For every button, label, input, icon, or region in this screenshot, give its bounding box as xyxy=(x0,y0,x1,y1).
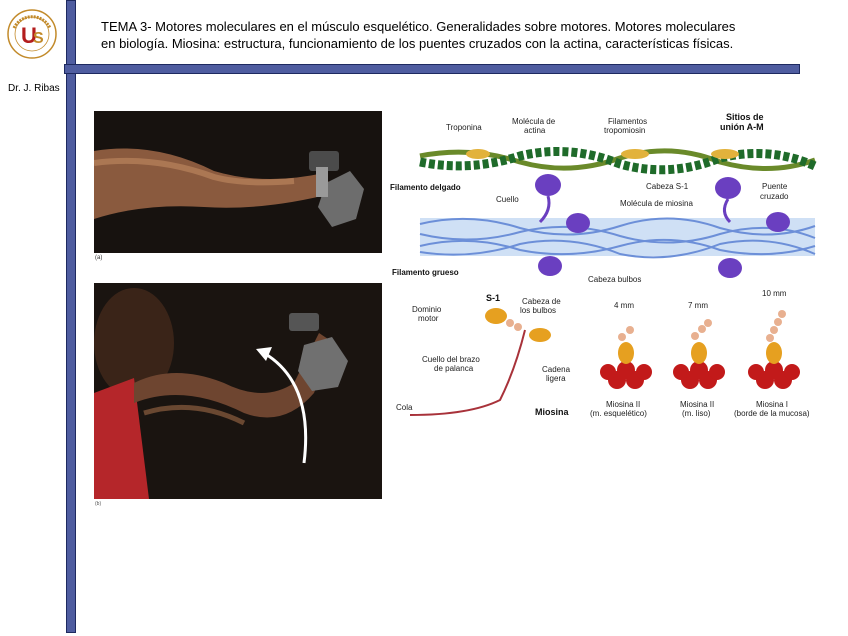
photo-arm-extended xyxy=(94,111,382,253)
label-filamento-grueso: Filamento grueso xyxy=(392,268,459,277)
label-cadena-2: ligera xyxy=(546,374,566,383)
label-4mm: 4 mm xyxy=(614,301,634,310)
label-filamentos-1: Filamentos xyxy=(608,117,647,126)
myosin-types xyxy=(600,310,800,389)
label-miosina1-2: (borde de la mucosa) xyxy=(734,409,810,418)
label-cadena-1: Cadena xyxy=(542,365,571,374)
photo-label-b: (b) xyxy=(95,501,101,507)
label-puente-1: Puente xyxy=(762,182,788,191)
label-puente-2: cruzado xyxy=(760,192,789,201)
label-cuello-brazo-1: Cuello del brazo xyxy=(422,355,480,364)
label-miosina2a-2: (m. esquelético) xyxy=(590,409,647,418)
photo-label-a: (a) xyxy=(95,255,102,261)
label-cabeza-s1: Cabeza S-1 xyxy=(646,182,689,191)
label-dominio-1: Dominio xyxy=(412,305,442,314)
label-molecula-actina-1: Molécula de xyxy=(512,117,556,126)
label-7mm: 7 mm xyxy=(688,301,708,310)
label-molecula-actina-2: actina xyxy=(524,126,546,135)
label-miosina1-1: Miosina I xyxy=(756,400,788,409)
slide-title: TEMA 3- Motores moleculares en el múscul… xyxy=(101,18,821,52)
thick-filament xyxy=(420,218,815,257)
label-s1: S-1 xyxy=(486,293,500,303)
title-line-2: en biología. Miosina: estructura, funcio… xyxy=(101,35,821,52)
label-sitios-1: Sitios de xyxy=(726,112,764,122)
label-miosina2a-1: Miosina II xyxy=(606,400,640,409)
label-cabeza-bulbos-2a: Cabeza de xyxy=(522,297,561,306)
label-cabeza-bulbos: Cabeza bulbos xyxy=(588,275,641,284)
label-cabeza-bulbos-2b: los bulbos xyxy=(520,306,556,315)
university-logo: U S xyxy=(6,8,58,60)
svg-text:S: S xyxy=(33,30,44,47)
label-cuello-brazo-2: de palanca xyxy=(434,364,474,373)
label-molecula-miosina: Molécula de miosina xyxy=(620,199,693,208)
label-cuello: Cuello xyxy=(496,195,519,204)
vertical-divider-bar xyxy=(66,0,76,633)
horizontal-divider-bar xyxy=(64,64,800,74)
label-dominio-2: motor xyxy=(418,314,439,323)
thin-filament xyxy=(420,149,815,170)
title-line-1: TEMA 3- Motores moleculares en el múscul… xyxy=(101,18,821,35)
author-label: Dr. J. Ribas xyxy=(8,83,60,94)
label-miosina2b-1: Miosina II xyxy=(680,400,714,409)
label-10mm: 10 mm xyxy=(762,289,787,298)
sarcomere-diagram: Troponina Molécula de actina Filamentos … xyxy=(390,110,820,430)
label-filamento-delgado: Filamento delgado xyxy=(390,183,461,192)
label-cola: Cola xyxy=(396,403,413,412)
label-miosina2b-2: (m. liso) xyxy=(682,409,711,418)
label-sitios-2: unión A-M xyxy=(720,122,764,132)
photo-arm-curl xyxy=(94,283,382,499)
label-filamentos-2: tropomiosin xyxy=(604,126,645,135)
label-troponina: Troponina xyxy=(446,123,482,132)
label-miosina: Miosina xyxy=(535,407,569,417)
